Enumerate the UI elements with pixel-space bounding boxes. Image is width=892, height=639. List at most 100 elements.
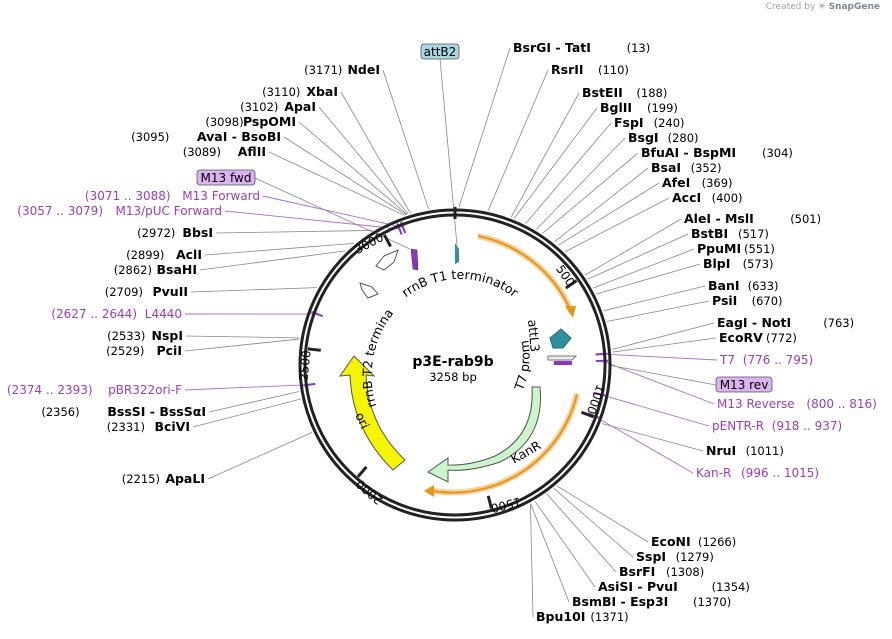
right-site-leader-24	[530, 503, 534, 618]
left-site-name: BciVI	[154, 419, 190, 434]
left-site-10: (2533)NspI	[107, 328, 183, 343]
right-primer-name: T7	[719, 353, 735, 367]
left-primer-pos: (2627 .. 2644)	[51, 307, 137, 321]
t7-promoter-feature	[547, 355, 578, 361]
left-site-pos: (3089)	[183, 145, 221, 159]
right-site-pos: (517)	[738, 227, 769, 241]
right-site-leader-16	[612, 322, 715, 350]
right-site-pos: (1370)	[693, 595, 731, 609]
left-site-leader-0	[382, 69, 429, 210]
orange-feature-arrow-top	[477, 235, 571, 310]
m13-rev-leader	[607, 364, 717, 386]
right-site-pos: (199)	[647, 101, 678, 115]
right-site-5: BsgI (280)	[628, 130, 699, 145]
right-site-leader-8	[557, 182, 660, 246]
right-site-pos: (188)	[636, 86, 667, 100]
right-site-pos: (763)	[823, 316, 854, 330]
left-primer-name: L4440	[145, 307, 182, 321]
left-site-0: (3171)NdeI	[304, 62, 380, 77]
right-site-leader-0	[458, 47, 511, 208]
right-primer-2: pENTR-R(918 .. 937)	[712, 419, 842, 433]
left-site-pos: (3102)	[240, 100, 278, 114]
right-site-24: Bpu10I(1371)	[536, 609, 629, 624]
right-site-14: BanI(633)	[708, 278, 779, 293]
attb2-feature	[455, 243, 459, 264]
left-site-name: BbsI	[182, 225, 213, 240]
attl3-label: attL3	[525, 319, 543, 353]
orange-feature-arrow-bottom	[431, 393, 578, 494]
left-site-leader-9	[190, 287, 318, 293]
right-site-leader-5	[535, 137, 626, 230]
right-site-name: BfuAI - BspMI	[641, 145, 736, 160]
left-site-3: (3098)PspOMI	[205, 114, 296, 129]
right-primer-leader-0	[601, 353, 718, 361]
left-site-name: BssSI - BssSαI	[107, 404, 206, 419]
left-site-6: (2972)BbsI	[137, 225, 213, 240]
right-site-pos: (369)	[702, 176, 733, 190]
right-site-name: FspI	[614, 115, 644, 130]
left-primer-0: M13 Forward(3071 .. 3088)	[85, 189, 260, 203]
m13-rev-box	[715, 376, 773, 393]
rrnb-t1-label: rrnB T1 terminator	[399, 267, 522, 301]
left-site-5: (3089) AflII	[183, 144, 266, 159]
snapgene-brand: Created by ✳ SnapGene	[766, 2, 880, 12]
right-site-name: RsrII	[551, 62, 584, 77]
kanr-arrow	[427, 386, 541, 483]
left-site-name: NspI	[151, 328, 183, 343]
right-site-pos: (1371)	[590, 610, 628, 624]
right-site-name: EcoNI	[651, 534, 691, 549]
right-site-13: BlpI(573)	[703, 256, 774, 271]
right-site-leader-12	[592, 248, 695, 289]
right-site-name: BsrGI - TatI	[513, 40, 591, 55]
right-site-pos: (772)	[766, 331, 797, 345]
tick-mark-1500	[486, 495, 493, 509]
right-site-pos: (110)	[598, 63, 629, 77]
orange-arrowhead-bottom	[424, 485, 434, 497]
right-site-pos: (280)	[668, 131, 699, 145]
left-site-pos: (3110)	[262, 85, 300, 99]
left-site-leader-1	[340, 91, 411, 214]
right-site-leader-21	[546, 493, 617, 573]
orange-arrowhead-top	[565, 306, 576, 318]
attb2-box	[420, 43, 460, 60]
right-site-name: PsiI	[712, 293, 737, 308]
left-site-leader-4	[283, 136, 407, 216]
left-primer-2: L4440 (2627 .. 2644)	[51, 307, 182, 321]
left-site-name: PvuII	[152, 284, 188, 299]
right-site-name: BstEII	[582, 85, 623, 100]
right-primer-name: M13 Reverse	[717, 397, 795, 411]
right-site-name: BsmBI - Esp3I	[572, 594, 668, 609]
right-site-name: AfeI	[662, 175, 690, 190]
m13-rev-box-label: M13 rev	[720, 378, 769, 392]
right-primer-name: pENTR-R	[712, 419, 764, 433]
right-site-name: BsgI	[628, 130, 659, 145]
right-site-leader-6	[542, 152, 639, 234]
left-primer-leader-1	[224, 210, 400, 230]
left-site-leader-8	[199, 250, 346, 271]
left-site-4: (3095)AvaI - BsoBI	[131, 129, 281, 144]
left-site-name: AflII	[238, 144, 266, 159]
left-site-13: (2331)BciVI	[107, 419, 190, 434]
right-site-pos: (1308)	[666, 565, 704, 579]
right-site-leader-19	[556, 485, 649, 543]
left-site-pos: (2862)	[114, 263, 152, 277]
right-site-leader-10	[584, 218, 682, 276]
right-primer-pos: (800 .. 816)	[806, 397, 876, 411]
right-site-pos: (573)	[743, 257, 774, 271]
leader-lines	[184, 47, 718, 618]
left-primer-leader-0	[262, 195, 404, 228]
left-site-pos: (2215)	[122, 472, 160, 486]
tick-label-2500: 2500	[296, 350, 313, 382]
right-site-leader-9	[564, 197, 670, 253]
left-site-name: NdeI	[347, 62, 380, 77]
tick-mark-2000	[356, 465, 368, 478]
m13-fwd-feature	[410, 248, 419, 271]
right-site-9: AccI(400)	[672, 190, 743, 205]
left-site-leader-11	[184, 338, 300, 352]
brand-logo-text: SnapGene	[828, 2, 880, 12]
left-site-pos: (2356)	[41, 405, 79, 419]
right-site-pos: (1279)	[676, 550, 714, 564]
left-site-1: (3110)XbaI	[262, 84, 338, 99]
left-site-leader-12	[208, 391, 300, 413]
